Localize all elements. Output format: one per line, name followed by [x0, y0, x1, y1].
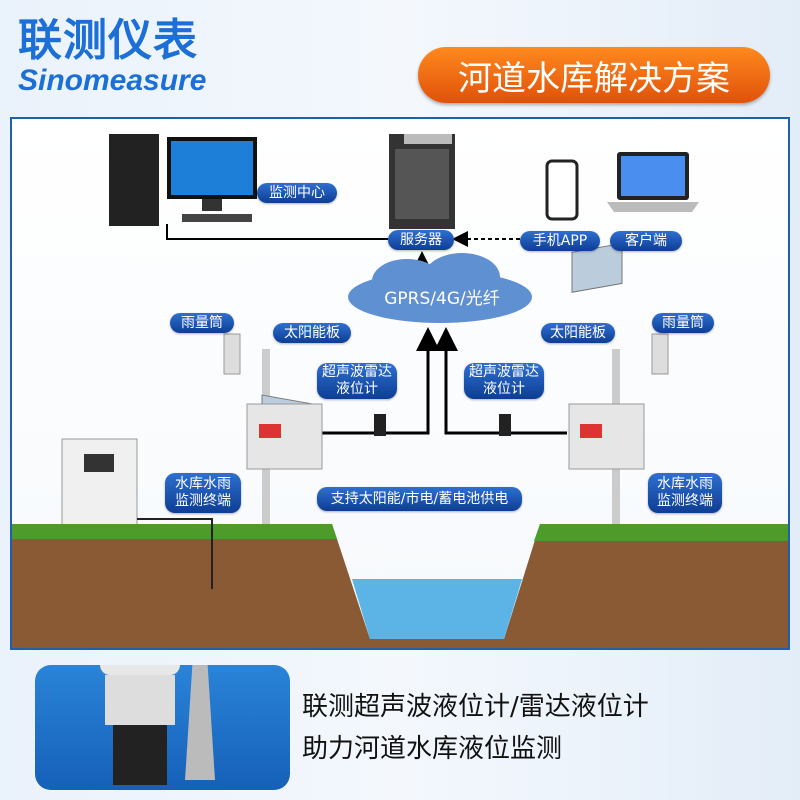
- desktop-computer-icon: [109, 134, 257, 226]
- label-terminal-right: 水库水雨监测终端: [648, 473, 722, 513]
- label-cloud: GPRS/4G/光纤: [384, 289, 500, 309]
- label-terminal-left: 水库水雨监测终端: [165, 473, 241, 513]
- brand-logo-cn: 联测仪表: [18, 15, 198, 66]
- slogan-line1: 联测超声波液位计/雷达液位计: [302, 692, 649, 722]
- label-client: 客户端: [610, 231, 682, 251]
- product-photo-box: [35, 605, 290, 790]
- label-power-note: 支持太阳能/市电/蓄电池供电: [317, 487, 522, 511]
- label-monitor-center: 监测中心: [257, 183, 337, 203]
- terminal-line1: 水库水雨: [175, 476, 231, 492]
- label-rain-gauge-right: 雨量筒: [652, 313, 714, 333]
- label-server: 服务器: [388, 230, 454, 250]
- level-meter-products-illustration: [100, 605, 215, 785]
- diagram-panel: 监测中心 服务器 手机APP 客户端 GPRS/4G/光纤 雨量筒 太阳能板 超…: [10, 117, 790, 650]
- label-mobile-app: 手机APP: [520, 231, 600, 251]
- label-level-meter-right: 超声波雷达 液位计: [464, 363, 544, 399]
- page-title: 河道水库解决方案: [418, 47, 770, 103]
- label-level-meter-left: 超声波雷达 液位计: [317, 363, 397, 399]
- soil: [12, 524, 788, 648]
- control-cabinet: [61, 438, 138, 530]
- terminal-line2: 监测终端: [657, 493, 713, 509]
- label-solar-panel-right: 太阳能板: [541, 323, 615, 343]
- smartphone-icon: [545, 159, 579, 221]
- grass: [12, 524, 788, 541]
- monitoring-station-left: [223, 333, 386, 529]
- terminal-line1: 水库水雨: [657, 476, 713, 492]
- slogan-line2: 助力河道水库液位监测: [302, 734, 563, 764]
- server-icon: [389, 134, 455, 229]
- brand-logo-en: Sinomeasure: [18, 64, 207, 97]
- scene-illustration: [12, 134, 788, 648]
- laptop-icon: [607, 152, 699, 212]
- label-solar-panel-left: 太阳能板: [273, 323, 351, 343]
- terminal-line2: 监测终端: [175, 493, 231, 509]
- cloud-icon: [348, 253, 532, 323]
- river-water: [352, 579, 522, 639]
- label-rain-gauge-left: 雨量筒: [170, 313, 234, 333]
- monitoring-station-right: [499, 242, 669, 529]
